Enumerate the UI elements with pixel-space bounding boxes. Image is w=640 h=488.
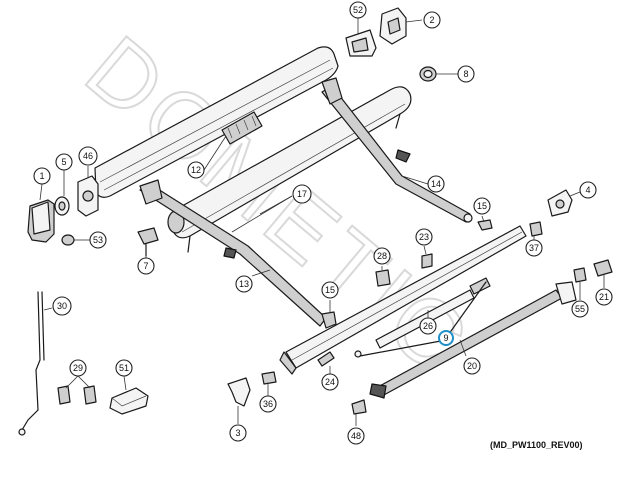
callout-7: 7 xyxy=(137,257,155,275)
callout-15-lower: 15 xyxy=(321,281,339,299)
part-cylinder-5 xyxy=(54,196,70,216)
callout-55: 55 xyxy=(571,300,589,318)
callout-4: 4 xyxy=(579,181,597,199)
callout-3: 3 xyxy=(229,424,247,442)
part-nut-53 xyxy=(61,234,75,246)
svg-text:7: 7 xyxy=(143,261,148,271)
part-clamp-7 xyxy=(137,227,159,257)
svg-text:9: 9 xyxy=(443,333,448,343)
callout-2: 2 xyxy=(423,11,441,29)
callout-51: 51 xyxy=(115,359,133,377)
svg-text:53: 53 xyxy=(93,235,103,245)
callout-1: 1 xyxy=(33,167,51,185)
svg-text:51: 51 xyxy=(119,363,129,373)
svg-text:4: 4 xyxy=(585,185,590,195)
svg-text:28: 28 xyxy=(377,251,387,261)
part-28 xyxy=(375,269,391,287)
part-bracket-52 xyxy=(345,29,377,57)
callout-14: 14 xyxy=(427,175,445,193)
svg-text:12: 12 xyxy=(191,165,201,175)
svg-text:15: 15 xyxy=(477,201,487,211)
svg-text:48: 48 xyxy=(351,431,361,441)
svg-text:17: 17 xyxy=(297,189,307,199)
callout-53: 53 xyxy=(89,231,107,249)
svg-text:2: 2 xyxy=(429,15,434,25)
svg-text:24: 24 xyxy=(325,377,335,387)
part-bracket-46 xyxy=(77,175,99,217)
callout-29: 29 xyxy=(69,359,87,377)
document-code: (MD_PW1100_REV00) xyxy=(490,440,583,450)
callout-9: 9 xyxy=(438,330,454,346)
callout-24: 24 xyxy=(321,373,339,391)
callout-17: 17 xyxy=(292,184,312,204)
svg-text:13: 13 xyxy=(239,279,249,289)
part-bracket-4 xyxy=(547,189,573,217)
part-end-cap-2 xyxy=(379,7,407,45)
svg-text:55: 55 xyxy=(575,304,585,314)
callout-28: 28 xyxy=(373,247,391,265)
part-36 xyxy=(261,371,277,385)
callout-15-upper: 15 xyxy=(473,197,491,215)
callout-23: 23 xyxy=(415,228,433,246)
svg-text:29: 29 xyxy=(73,363,83,373)
callout-26: 26 xyxy=(419,317,437,335)
part-crank-30 xyxy=(18,291,45,436)
svg-text:23: 23 xyxy=(419,232,429,242)
callout-21: 21 xyxy=(595,288,613,306)
callout-8: 8 xyxy=(457,65,475,83)
callout-48: 48 xyxy=(347,427,365,445)
part-55 xyxy=(573,267,587,283)
part-brackets-29 xyxy=(57,385,97,405)
leader-lines xyxy=(39,18,605,426)
svg-text:52: 52 xyxy=(353,5,363,15)
svg-text:37: 37 xyxy=(529,243,539,253)
part-37 xyxy=(529,221,543,237)
part-cover-1 xyxy=(27,199,55,243)
svg-text:46: 46 xyxy=(83,151,93,161)
svg-text:8: 8 xyxy=(463,69,468,79)
callout-20: 20 xyxy=(463,357,481,375)
part-block-51 xyxy=(109,387,149,415)
callout-36: 36 xyxy=(259,395,277,413)
part-clip-15b xyxy=(321,311,337,329)
callout-12: 12 xyxy=(187,161,205,179)
svg-text:21: 21 xyxy=(599,292,609,302)
callout-5: 5 xyxy=(55,153,73,171)
part-clip-15a xyxy=(477,219,493,231)
part-knob-8 xyxy=(419,66,437,82)
callout-37: 37 xyxy=(525,239,543,257)
svg-text:3: 3 xyxy=(235,428,240,438)
svg-text:15: 15 xyxy=(325,285,335,295)
svg-text:1: 1 xyxy=(39,171,44,181)
part-23 xyxy=(421,253,433,269)
part-upper-arm xyxy=(321,77,473,223)
svg-text:5: 5 xyxy=(61,157,66,167)
part-bracket-3 xyxy=(227,377,251,407)
part-48 xyxy=(351,399,367,415)
svg-text:30: 30 xyxy=(57,301,67,311)
svg-text:14: 14 xyxy=(431,179,441,189)
part-roller-housing xyxy=(94,46,339,198)
svg-text:36: 36 xyxy=(263,399,273,409)
callout-52: 52 xyxy=(349,1,367,19)
callout-46: 46 xyxy=(78,146,98,166)
callout-30: 30 xyxy=(52,296,72,316)
part-lead-rail xyxy=(279,225,527,375)
part-lower-rod xyxy=(369,281,577,399)
svg-text:20: 20 xyxy=(467,361,477,371)
callout-13: 13 xyxy=(235,275,253,293)
svg-text:26: 26 xyxy=(423,321,433,331)
part-21 xyxy=(593,259,613,277)
